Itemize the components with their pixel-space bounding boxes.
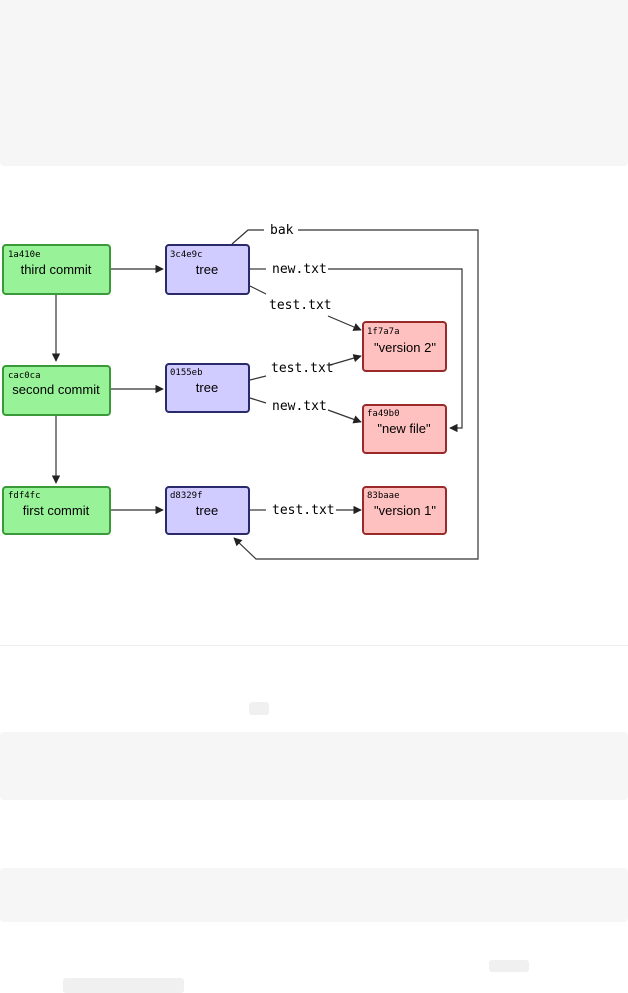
inline-code: [249, 702, 269, 715]
blob-node: 1f7a7a "version 2": [362, 321, 447, 372]
commit-node: fdf4fc first commit: [2, 486, 111, 535]
edge-label-tree1-new: new.txt: [272, 262, 327, 277]
blob-node: fa49b0 "new file": [362, 404, 447, 454]
blob-hash: fa49b0: [367, 409, 400, 419]
commit-hash: fdf4fc: [8, 491, 41, 501]
edge-label-tree2-new: new.txt: [272, 399, 327, 414]
inline-code: [63, 978, 184, 993]
edge-label-tree2-test: test.txt: [271, 361, 334, 376]
commit-hash: 1a410e: [8, 250, 41, 260]
tree-hash: 0155eb: [170, 368, 203, 378]
commit-hash: cac0ca: [8, 371, 41, 381]
tree-label: tree: [196, 262, 218, 277]
tree1-test-edge: [327, 315, 362, 331]
tree-node: 0155eb tree: [165, 363, 250, 413]
code-block: [0, 868, 628, 922]
edge-stub: [249, 397, 267, 404]
section-divider: [0, 645, 628, 646]
tree2-new-edge: [327, 409, 362, 424]
tree-node: 3c4e9c tree: [165, 244, 250, 295]
inline-code: [489, 960, 529, 972]
edge-label-tree3-test: test.txt: [272, 503, 335, 518]
code-block: [0, 0, 628, 166]
tree1-new-edge: [328, 268, 463, 433]
tree-node: d8329f tree: [165, 486, 250, 535]
edge-label-tree1-test: test.txt: [269, 298, 332, 313]
commit-label: second commit: [12, 382, 100, 397]
blob-node: 83baae "version 1": [362, 486, 447, 535]
blob-label: "version 2": [374, 340, 436, 355]
tree-label: tree: [196, 503, 218, 518]
bak-edge-right: [233, 229, 479, 560]
commit-label: third commit: [21, 262, 92, 277]
edge-label-bak: bak: [270, 223, 294, 238]
blob-hash: 1f7a7a: [367, 327, 400, 337]
tree2-test-edge: [329, 354, 362, 366]
commit-node: 1a410e third commit: [2, 244, 111, 295]
git-object-diagram: bak new.txt test.txt test.txt new.txt te…: [2, 223, 479, 560]
tree-hash: d8329f: [170, 491, 203, 501]
commit-label: first commit: [23, 503, 90, 518]
commit-node: cac0ca second commit: [2, 365, 111, 416]
blob-label: "new file": [377, 421, 431, 436]
tree-hash: 3c4e9c: [170, 250, 203, 260]
tree-label: tree: [196, 380, 218, 395]
bak-edge-left: [231, 229, 264, 245]
edge-stub: [249, 375, 267, 381]
edge-stub: [249, 285, 267, 295]
blob-label: "version 1": [374, 503, 436, 518]
code-block: [0, 732, 628, 800]
blob-hash: 83baae: [367, 491, 400, 501]
